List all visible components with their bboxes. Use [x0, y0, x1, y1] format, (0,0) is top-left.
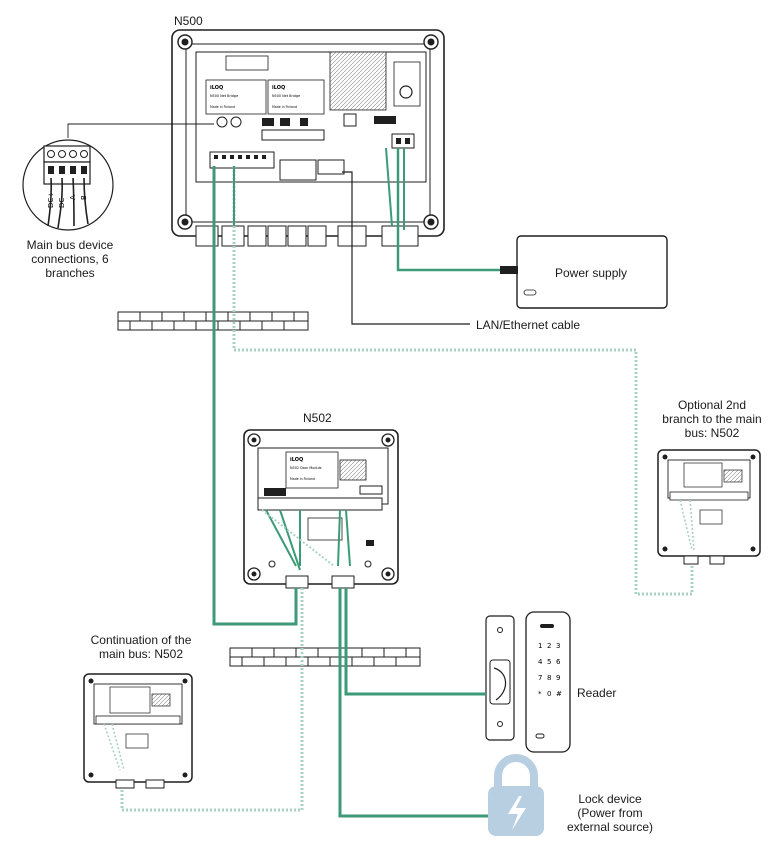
n500-brand-1: iLOQ	[210, 85, 223, 91]
reader-key: 5	[547, 658, 551, 666]
reader-key: *	[538, 690, 542, 698]
wall-conduit-lower	[229, 647, 421, 667]
lan-cable-label: LAN/Ethernet cable	[476, 318, 581, 332]
n502-made-in: Made in Finland	[290, 477, 315, 481]
cables	[103, 147, 695, 818]
power-supply-unit	[500, 235, 668, 309]
n502-module-text: N502 Door Module	[290, 466, 322, 470]
reader-key: 1	[538, 642, 542, 650]
n500-screws	[177, 34, 439, 230]
reader-label: Reader	[577, 686, 617, 700]
n500-made-in-2: Made in Finland	[272, 105, 297, 109]
reader-key: #	[556, 690, 562, 698]
reader-key: 8	[547, 674, 551, 682]
n502-title: N502	[303, 411, 332, 425]
lock-device-label: Lock device (Power from external source)	[566, 792, 654, 834]
n500-module-text-1: N500 Net Bridge	[210, 94, 238, 98]
n500-device: iLOQ iLOQ N500 Net Bridge N500 Net Bridg…	[171, 29, 445, 247]
n500-title: N500	[174, 14, 203, 28]
n502-device-middle: iLOQ N502 Door Module Made in Finland	[243, 429, 399, 589]
continuation-label: Continuation of the main bus: N502	[90, 633, 192, 661]
n502-brand: iLOQ	[290, 457, 303, 463]
reader-key: 4	[538, 658, 543, 666]
main-bus-connections-label: Main bus device connections, 6 branches	[26, 238, 114, 280]
n500-module-text-2: N500 Net Bridge	[272, 94, 300, 98]
terminal-zoom-callout: DC+ DC- A B	[22, 123, 214, 231]
n502-device-continuation	[83, 673, 193, 789]
reader-key: 9	[556, 674, 560, 682]
reader-key: 2	[547, 642, 551, 650]
n500-made-in-1: Made in Finland	[210, 105, 235, 109]
n502-device-optional	[657, 449, 761, 565]
optional-branch-label: Optional 2nd branch to the main bus: N50…	[662, 398, 762, 440]
n500-brand-2: iLOQ	[272, 85, 285, 91]
reader-key: 6	[556, 658, 561, 666]
power-supply-label: Power supply	[555, 266, 628, 280]
lock-device-icon	[488, 754, 544, 836]
reader-key: 7	[538, 674, 542, 682]
reader-key: 3	[556, 642, 560, 650]
reader-key: 0	[547, 690, 551, 698]
